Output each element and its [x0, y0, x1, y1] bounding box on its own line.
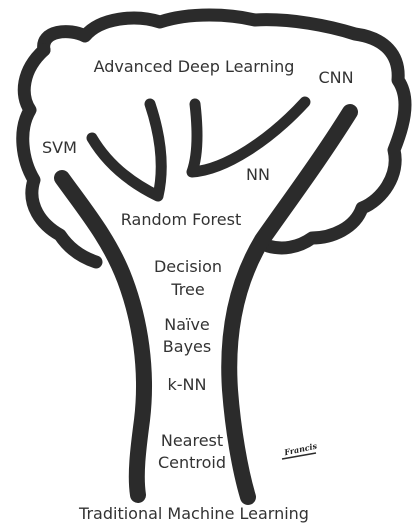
canopy-outline: [37, 8, 412, 255]
trunk-label-decision-tree: Decision Tree: [153, 257, 223, 300]
branch-label-nn: NN: [246, 165, 270, 184]
signature-underline: [281, 452, 317, 460]
trunk-left: [54, 170, 152, 503]
canopy-left-edge: [16, 43, 103, 269]
branch-right-v: [186, 96, 311, 178]
top-label: Advanced Deep Learning: [93, 57, 295, 76]
branch-left-v: [86, 98, 167, 202]
trunk-label-nearest-centroid: Nearest Centroid: [157, 431, 227, 472]
bottom-label: Traditional Machine Learning: [79, 504, 309, 523]
trunk-right: [221, 104, 358, 505]
branch-label-cnn: CNN: [318, 68, 354, 87]
trunk-label-random-forest: Random Forest: [120, 210, 242, 229]
branch-label-svm: SVM: [42, 138, 77, 157]
trunk-label-naive-bayes: Naïve Bayes: [162, 315, 212, 356]
trunk-label-knn: k-NN: [167, 375, 207, 394]
